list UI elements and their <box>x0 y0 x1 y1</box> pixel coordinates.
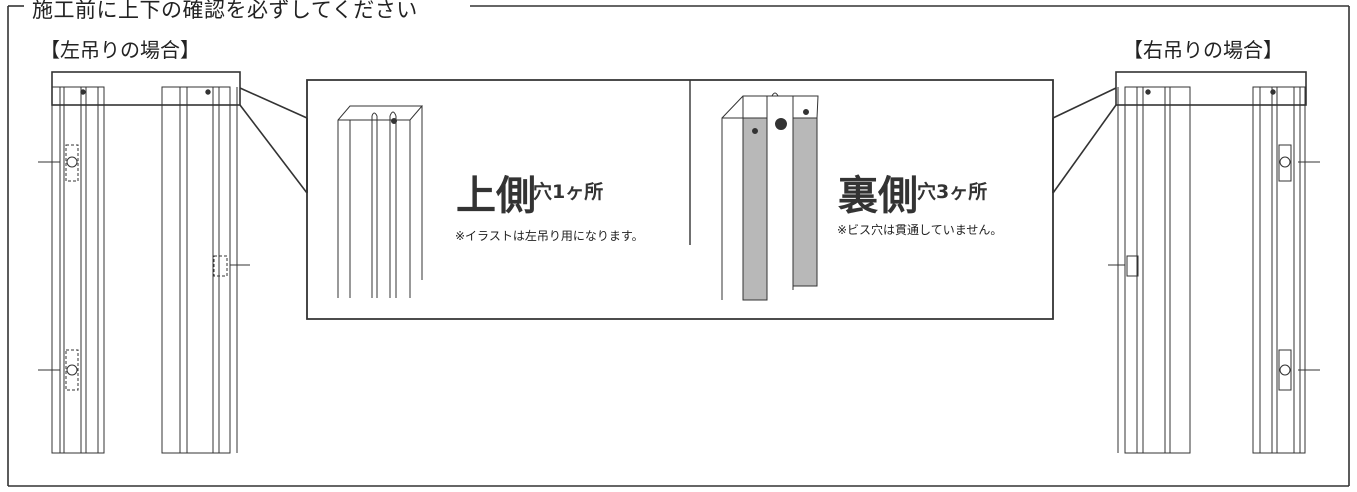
back-side-note: ※ビス穴は貫通していません。 <box>837 223 1003 237</box>
back-view-illustration <box>721 92 819 301</box>
top-side-note: ※イラストは左吊り用になります。 <box>455 229 644 243</box>
left-door-panel-2 <box>161 86 250 454</box>
right-door-panel-2 <box>1252 86 1320 454</box>
back-side-title: 裏側 <box>838 173 918 219</box>
left-hinge-label: 【左吊りの場合】 <box>40 38 200 62</box>
frame-title: 施工前に上下の確認を必ずしてください <box>26 0 424 24</box>
outer-frame <box>7 5 1350 487</box>
right-door-panel-1 <box>1108 86 1191 454</box>
top-side-hole-count: 穴1ヶ所 <box>533 181 604 203</box>
right-hinge-label: 【右吊りの場合】 <box>1123 38 1283 62</box>
top-side-title: 上側 <box>456 173 536 219</box>
back-side-hole-count: 穴3ヶ所 <box>917 181 988 203</box>
right-highlight-box <box>1052 71 1307 194</box>
left-highlight-box <box>51 71 308 194</box>
top-view-illustration <box>337 105 424 298</box>
left-door-panel-1 <box>38 86 105 454</box>
callout-box <box>306 79 1054 320</box>
